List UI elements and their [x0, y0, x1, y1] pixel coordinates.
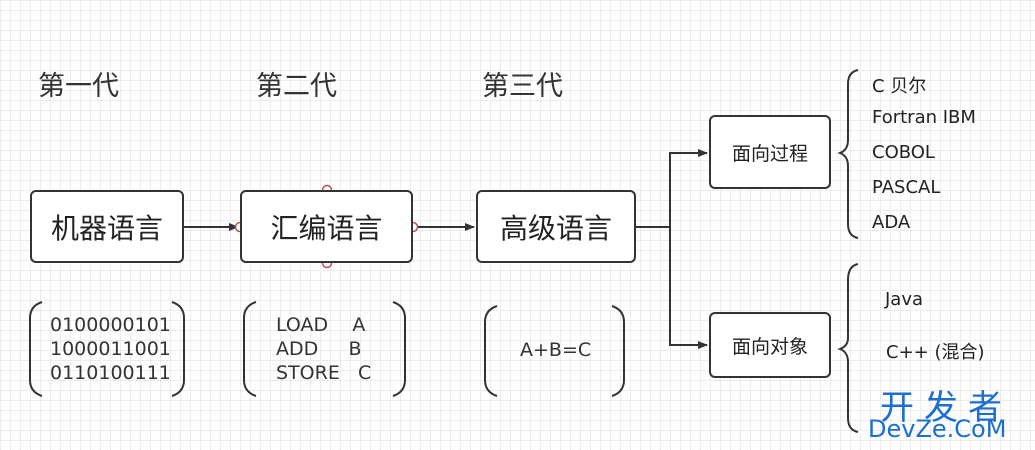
assembly-code-line: ADD B: [276, 338, 362, 360]
machine-code-line: 0110100111: [50, 362, 171, 384]
curly-brace-object: [837, 263, 859, 433]
bracket-right: [392, 301, 406, 397]
object-lang-item: Java: [885, 289, 924, 310]
assembly-code-line: LOAD A: [276, 314, 366, 336]
object-oriented-box: 面向对象: [709, 312, 831, 378]
bracket-left: [243, 301, 257, 397]
procedural-box: 面向过程: [709, 115, 831, 189]
arrow-high-to-object: [669, 227, 708, 349]
watermark-title: 开发者: [880, 388, 1012, 428]
curly-brace-procedural: [837, 69, 859, 239]
bracket-right: [611, 305, 625, 397]
machine-code-line: 0100000101: [50, 314, 171, 336]
procedural-lang-item: COBOL: [872, 142, 935, 163]
object-lang-item: C++ (混合): [886, 342, 985, 363]
procedural-lang-item: Fortran IBM: [872, 107, 976, 128]
arrow-high-to-procedural: [636, 149, 708, 228]
generation-third-label: 第三代: [482, 71, 563, 102]
generation-first-label: 第一代: [38, 71, 119, 102]
assembly-language-box: 汇编语言: [240, 190, 413, 263]
high-level-language-box: 高级语言: [476, 190, 636, 263]
high-level-code: A+B=C: [520, 339, 592, 361]
machine-language-box: 机器语言: [30, 190, 184, 263]
assembly-code-line: STORE C: [276, 362, 372, 384]
procedural-lang-item: ADA: [872, 212, 911, 233]
bracket-left: [484, 305, 498, 397]
machine-code-block: 0100000101 1000011001 0110100111: [50, 313, 171, 385]
procedural-lang-item: C 贝尔: [872, 76, 927, 97]
procedural-lang-item: PASCAL: [872, 177, 941, 198]
watermark-site: DevZe.CoM: [868, 415, 1007, 443]
generation-second-label: 第二代: [256, 71, 337, 102]
machine-code-line: 1000011001: [50, 338, 171, 360]
assembly-code-block: LOAD A ADD B STORE C: [276, 313, 371, 385]
bracket-right: [171, 301, 185, 397]
bracket-left: [29, 301, 43, 397]
